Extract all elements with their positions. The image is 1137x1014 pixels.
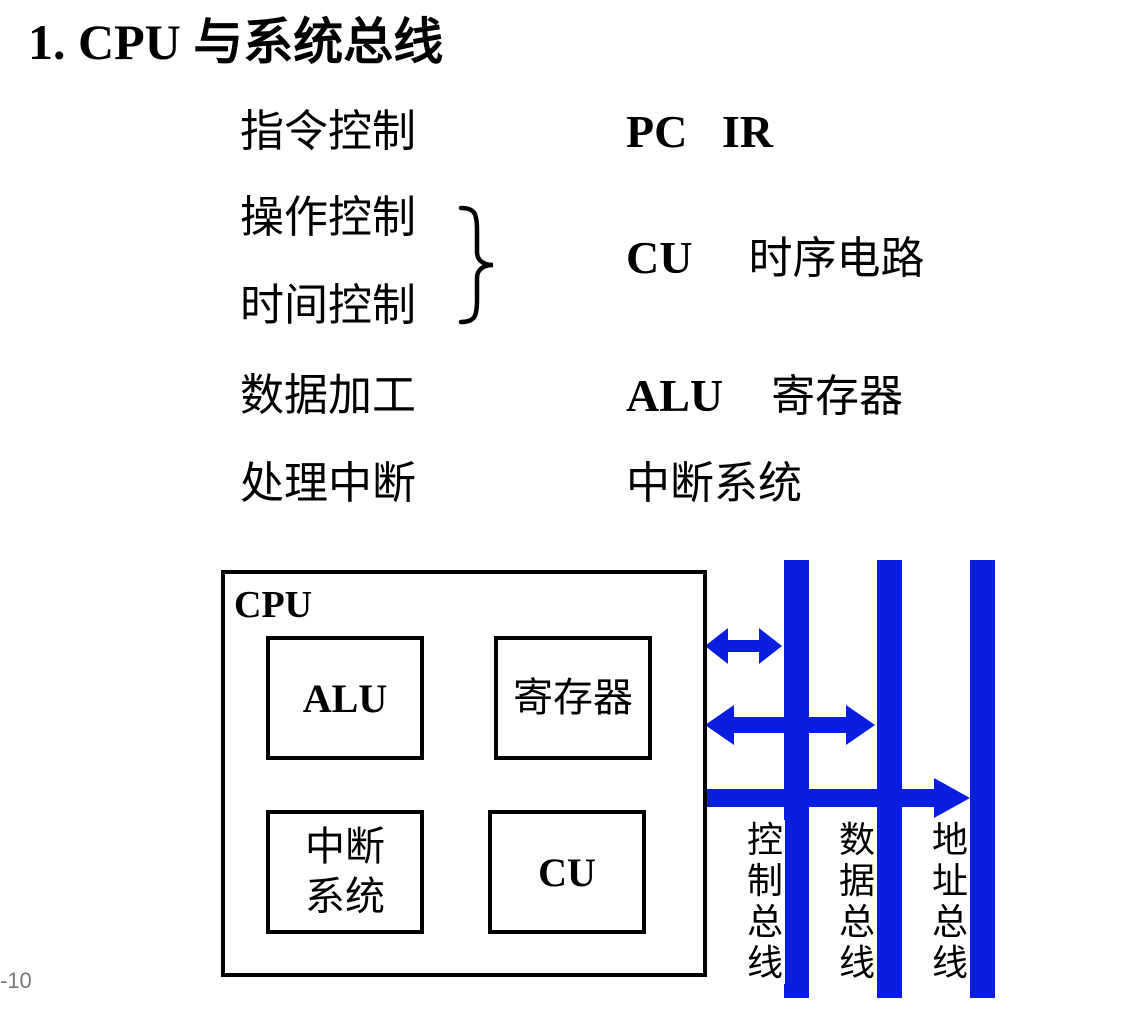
component-alu-registers: ALU 寄存器	[626, 368, 903, 425]
cu-label: CU	[538, 849, 596, 895]
cpu-label: CPU	[234, 584, 313, 626]
control-bus-bar	[784, 560, 809, 998]
alu-box: ALU	[266, 636, 424, 760]
function-time-control: 时间控制	[240, 280, 416, 331]
cu-box: CU	[488, 810, 646, 934]
function-instruction-control: 指令控制	[240, 106, 416, 157]
data-bus-label: 数据总线	[837, 820, 877, 984]
component-pc-ir-text: PC IR	[626, 106, 773, 157]
right-brace-icon	[458, 205, 494, 325]
registers-label: 寄存器	[513, 675, 633, 721]
component-cu-text: CU	[626, 232, 693, 283]
function-interrupt-handling: 处理中断	[240, 458, 416, 509]
component-interrupt-system-text: 中断系统	[626, 458, 802, 509]
component-timing-circuit-text: 时序电路	[748, 233, 925, 284]
registers-box: 寄存器	[494, 636, 652, 760]
address-bus-label: 地址总线	[930, 820, 970, 984]
component-cu-timing: CU 时序电路	[626, 230, 924, 287]
address-bus-arrow	[707, 778, 970, 818]
alu-label: ALU	[302, 675, 388, 721]
page-number: -10	[0, 968, 32, 993]
component-alu-text: ALU	[626, 370, 724, 421]
cpu-box	[221, 570, 707, 977]
page-title: 1. CPU 与系统总线	[28, 14, 444, 70]
data-bus-arrow	[705, 705, 875, 745]
interrupt-system-label-line2: 系统	[305, 874, 385, 920]
data-bus-bar	[877, 560, 902, 998]
function-operation-control: 操作控制	[240, 192, 416, 243]
component-pc-ir: PC IR	[626, 104, 773, 161]
function-data-processing: 数据加工	[240, 370, 416, 421]
control-bus-label: 控制总线	[745, 820, 785, 984]
control-bus-arrow	[705, 628, 782, 664]
component-interrupt-system: 中断系统	[626, 456, 802, 512]
address-bus-bar	[970, 560, 995, 998]
interrupt-system-label-line1: 中断	[305, 824, 385, 870]
interrupt-system-box: 中断 系统	[266, 810, 424, 934]
component-registers-text: 寄存器	[771, 371, 904, 422]
